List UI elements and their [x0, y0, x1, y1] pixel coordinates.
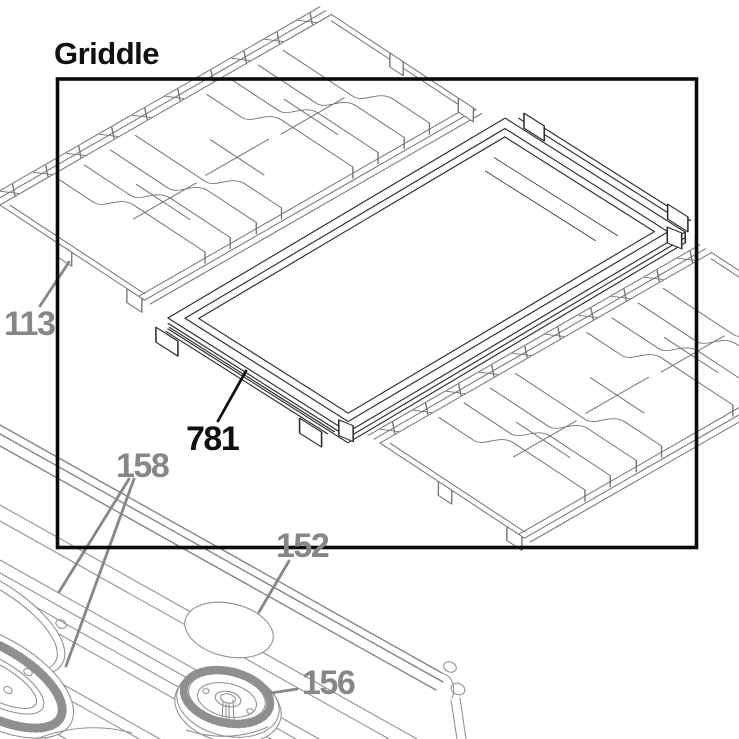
round-burner-head: [174, 665, 282, 739]
leader-781: [216, 369, 248, 423]
diagram-frame-border: [55, 77, 699, 550]
round-burner-cap: [184, 601, 274, 659]
oval-burner-head: [0, 621, 133, 739]
leader-158: [57, 477, 136, 668]
part-label-156[interactable]: 156: [302, 664, 356, 702]
cooktop-surface-drawing: [0, 424, 467, 739]
leader-156: [269, 687, 299, 695]
part-label-158[interactable]: 158: [116, 447, 170, 485]
leader-152: [257, 559, 291, 614]
diagram-title: Griddle: [54, 36, 159, 71]
part-label-113[interactable]: 113: [4, 305, 56, 343]
maintop-corner-bracket: [441, 661, 467, 739]
leader-lines: [38, 260, 299, 695]
part-label-152[interactable]: 152: [276, 527, 330, 565]
part-label-781[interactable]: 781: [186, 420, 240, 458]
leader-113: [38, 260, 71, 308]
griddle-drawing: [155, 112, 692, 448]
